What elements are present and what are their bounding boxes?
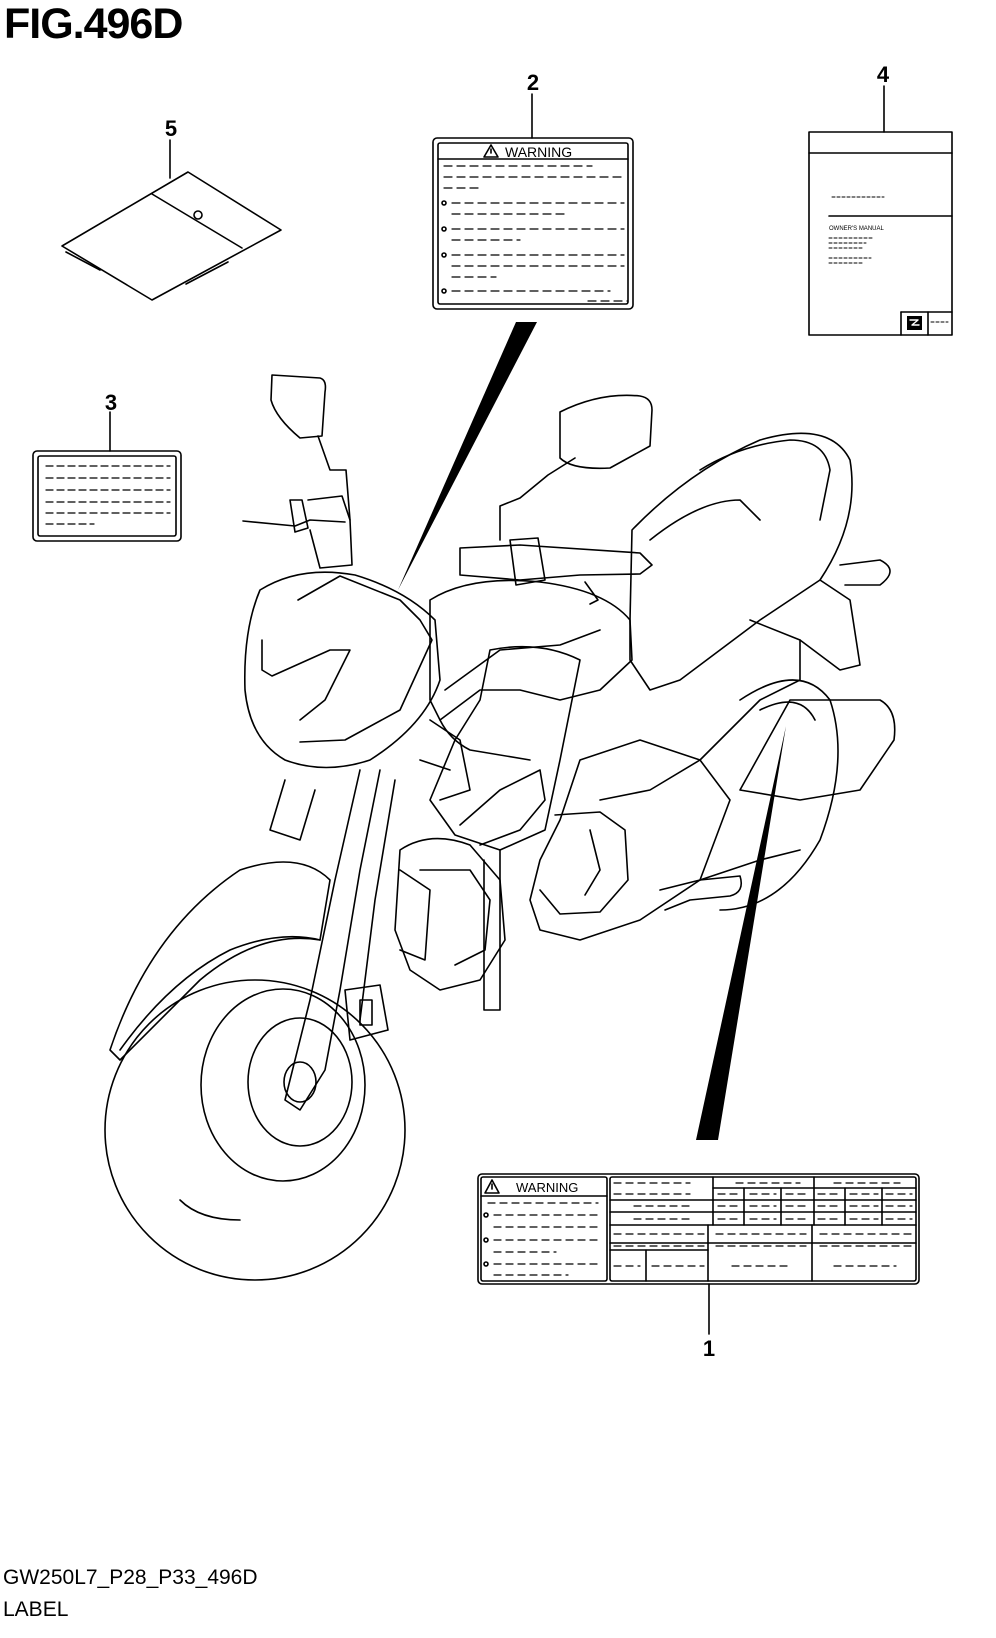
suzuki-logo-icon [907, 316, 922, 330]
callout-2: 2 [526, 70, 540, 95]
part-3-label [32, 411, 182, 542]
section-label: LABEL [3, 1598, 69, 1621]
part-4-owners-manual: OWNER'S MANUAL [808, 85, 953, 336]
leader-part-2 [398, 322, 537, 590]
figure-code: GW250L7_P28_P33_496D [3, 1566, 258, 1589]
leader-part-1 [696, 726, 786, 1140]
label-2-warning-text: WARNING [505, 144, 572, 160]
warning-triangle-icon [484, 1179, 500, 1194]
part-2-warning-label: WARNING [432, 93, 634, 310]
motorcycle-illustration [104, 374, 896, 1281]
callout-1: 1 [702, 1336, 716, 1361]
label-1-warning-text: WARNING [516, 1180, 578, 1195]
owners-manual-text: OWNER'S MANUAL [829, 226, 884, 232]
part-1-label: WARNING [477, 1173, 920, 1335]
callout-3: 3 [104, 390, 118, 415]
callout-4: 4 [876, 62, 890, 87]
warning-triangle-icon [483, 144, 499, 158]
callout-5: 5 [164, 116, 178, 141]
part-5-document [61, 139, 282, 301]
figure-title: FIG.496D [4, 0, 183, 48]
